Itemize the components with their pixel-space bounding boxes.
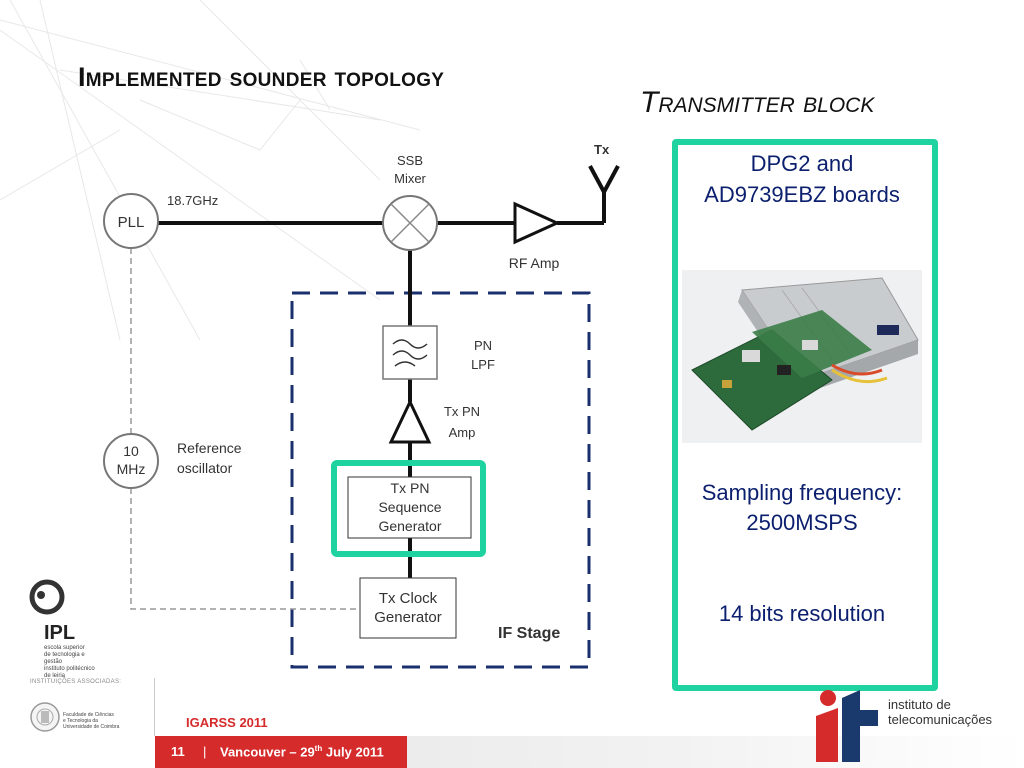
fct-seal-icon <box>30 702 60 732</box>
boards-line-1: DPG2 and <box>750 151 854 176</box>
rf-amp-icon <box>513 201 561 245</box>
ref-label-2: oscillator <box>177 460 233 476</box>
fct-line-3: Universidade de Coimbra <box>63 724 120 730</box>
seqgen-label-2: Sequence <box>378 499 441 515</box>
ipl-sub-2: de tecnologia e gestão <box>44 652 85 665</box>
oscillator-block <box>103 433 159 489</box>
mixer-label-1: SSB <box>397 153 423 168</box>
it-logo-icon <box>816 690 878 762</box>
seqgen-block <box>347 476 472 539</box>
it-logo-text: instituto de telecomunicações <box>888 697 992 727</box>
ipl-logo-icon <box>29 579 65 615</box>
footer-red-strip <box>217 736 407 768</box>
ipl-sub-4: de leiria <box>44 673 66 679</box>
footer-location: Vancouver – 29th July 2011 <box>220 744 384 760</box>
ref-label-1: Reference <box>177 440 242 456</box>
associated-institutions-label: INSTITUIÇÕES ASSOCIADAS: <box>30 679 122 685</box>
seqgen-label-1: Tx PN <box>391 480 430 496</box>
pll-block <box>103 193 159 249</box>
fct-text: Faculdade de Ciências e Tecnologia da Un… <box>63 712 133 730</box>
reference-dashed-line-bottom <box>130 488 360 610</box>
lpf-label-2: LPF <box>471 357 495 372</box>
antenna-icon <box>588 165 620 193</box>
section-subtitle: Transmitter block <box>640 86 875 119</box>
footer-divider <box>154 678 155 736</box>
boards-line-2: AD9739EBZ boards <box>704 182 900 207</box>
osc-label-1: 10 <box>123 443 139 459</box>
pn-amp-label-1: Tx PN <box>444 404 480 419</box>
pn-amp-label-2: Amp <box>449 425 476 440</box>
seqgen-highlight <box>331 460 486 557</box>
ipl-sub-3: instituto politécnico <box>44 666 95 672</box>
resolution-text: 14 bits resolution <box>718 601 886 626</box>
if-stage-label: IF Stage <box>498 625 560 642</box>
footer-separator: | <box>203 744 207 759</box>
osc-label-2: MHz <box>117 461 146 477</box>
tx-label: Tx <box>594 142 610 157</box>
conference-label: IGARSS 2011 <box>186 715 268 730</box>
board-photo <box>682 270 922 443</box>
fct-line-1: Faculdade de Ciências <box>63 712 114 718</box>
sampling-line-1: Sampling frequency: <box>701 480 903 505</box>
mixer-icon <box>382 195 438 251</box>
page-title: Implemented sounder topology <box>78 62 445 92</box>
it-line-1: instituto de <box>888 697 951 712</box>
freq-label: 18.7GHz <box>167 193 218 208</box>
seqgen-label-3: Generator <box>378 518 441 534</box>
clock-generator-block <box>359 577 457 639</box>
tx-pn-amp-icon <box>388 398 432 444</box>
mixer-label-2: Mixer <box>394 171 426 186</box>
clock-label-1: Tx Clock <box>379 590 438 607</box>
if-stage-box <box>290 291 591 669</box>
sampling-line-2: 2500MSPS <box>746 510 858 535</box>
footer-page-box <box>155 736 217 768</box>
fct-line-2: e Tecnologia da <box>63 718 98 724</box>
clock-label-2: Generator <box>374 609 442 626</box>
lpf-filter-icon <box>382 325 438 380</box>
rf-amp-label: RF Amp <box>509 255 560 271</box>
ipl-name: IPL <box>44 622 76 644</box>
ipl-sub-1: escola superior <box>44 645 85 651</box>
ipl-subtitle: escola superior de tecnologia e gestão i… <box>44 645 104 680</box>
lpf-label-1: PN <box>474 338 492 353</box>
transmitter-panel <box>672 139 938 691</box>
pll-label: PLL <box>118 214 145 231</box>
it-line-2: telecomunicações <box>888 712 993 727</box>
page-number: 11 <box>171 744 185 759</box>
